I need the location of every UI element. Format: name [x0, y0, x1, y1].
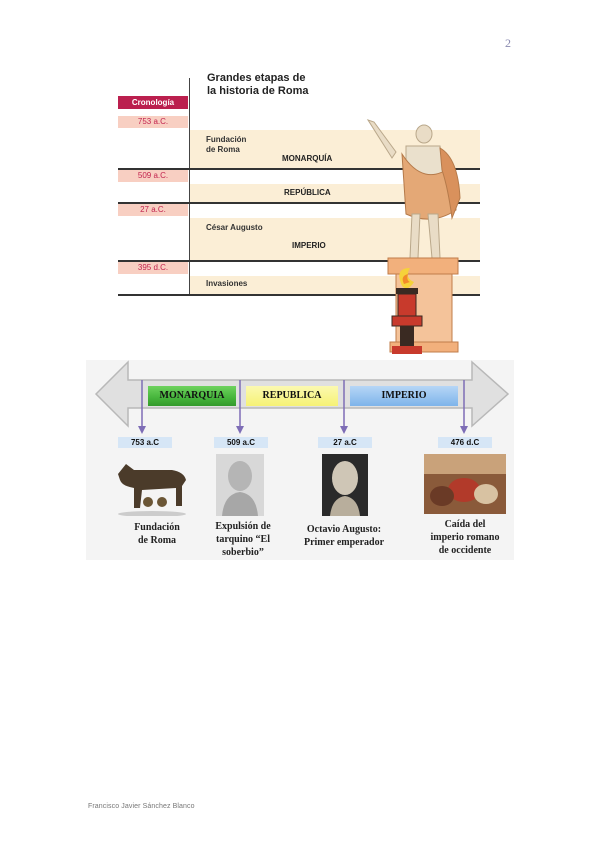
- event-fundacion: Fundación de Roma: [206, 135, 246, 155]
- chronology-axis: [189, 78, 190, 296]
- roman-history-chart: Grandes etapas de la historia de Roma Cr…: [118, 68, 480, 356]
- period-imperio-box: IMPERIO: [350, 386, 458, 406]
- event-invasiones: Invasiones: [206, 279, 248, 288]
- fall-of-rome-painting-image: [424, 454, 506, 514]
- divider-line: [118, 260, 480, 262]
- chart-title-line-2: la historia de Roma: [207, 85, 309, 97]
- roman-periods-timeline: MONARQUIA REPUBLICA IMPERIO 753 a.C 509 …: [86, 360, 514, 560]
- caption-octavio-line-1: Octavio Augusto:: [306, 524, 382, 535]
- period-republica-box: REPUBLICA: [246, 386, 338, 406]
- octavio-augusto-bust-image: [322, 454, 368, 516]
- divider-line: [118, 168, 480, 170]
- page-number: 2: [505, 36, 511, 50]
- caption-fundacion: Fundación de Roma: [116, 521, 198, 547]
- caption-caida: Caída del imperio romano de occidente: [416, 518, 514, 557]
- footer-author: Francisco Javier Sánchez Blanco: [88, 803, 195, 810]
- date-tag-753: 753 a.C: [118, 437, 172, 448]
- caption-fundacion-line-1: Fundación: [134, 522, 180, 533]
- period-imperio: IMPERIO: [292, 241, 326, 250]
- event-fundacion-line-2: de Roma: [206, 145, 240, 154]
- period-republica: REPÚBLICA: [284, 188, 331, 197]
- caption-octavio-line-2: Primer emperador: [303, 537, 385, 548]
- date-753-ac: 753 a.C.: [118, 116, 188, 128]
- caption-caida-line-1: Caída del: [444, 519, 486, 530]
- augustus-statue-image: [366, 119, 461, 354]
- caption-caida-line-3: de occidente: [438, 545, 492, 556]
- caption-expulsion-line-3: soberbio”: [222, 547, 264, 558]
- date-27-ac: 27 a.C.: [118, 204, 188, 216]
- date-tag-27: 27 a.C: [318, 437, 372, 448]
- date-509-ac: 509 a.C.: [118, 170, 188, 182]
- caption-expulsion: Expulsión de tarquino “El soberbio”: [202, 520, 284, 559]
- she-wolf-image: [118, 464, 186, 516]
- chart-title: Grandes etapas de la historia de Roma: [207, 72, 308, 98]
- caption-octavio: Octavio Augusto: Primer emperador: [290, 523, 398, 549]
- event-cesar-augusto: César Augusto: [206, 223, 263, 232]
- chart-title-line-1: Grandes etapas de: [207, 72, 306, 84]
- divider-line: [118, 202, 480, 204]
- period-monarquia: MONARQUÍA: [282, 154, 333, 163]
- caption-caida-line-2: imperio romano: [430, 532, 500, 543]
- event-fundacion-line-1: Fundación: [206, 135, 247, 144]
- period-monarquia-box: MONARQUIA: [148, 386, 236, 406]
- caption-expulsion-line-2: tarquino “El: [216, 534, 270, 545]
- date-395-dc: 395 d.C.: [118, 262, 188, 274]
- cronologia-header: Cronología: [118, 96, 188, 109]
- caption-fundacion-line-2: de Roma: [137, 535, 177, 546]
- divider-line: [118, 294, 480, 296]
- date-tag-476: 476 d.C: [438, 437, 492, 448]
- date-tag-509: 509 a.C: [214, 437, 268, 448]
- tarquino-bust-image: [216, 454, 264, 516]
- caption-expulsion-line-1: Expulsión de: [215, 521, 271, 532]
